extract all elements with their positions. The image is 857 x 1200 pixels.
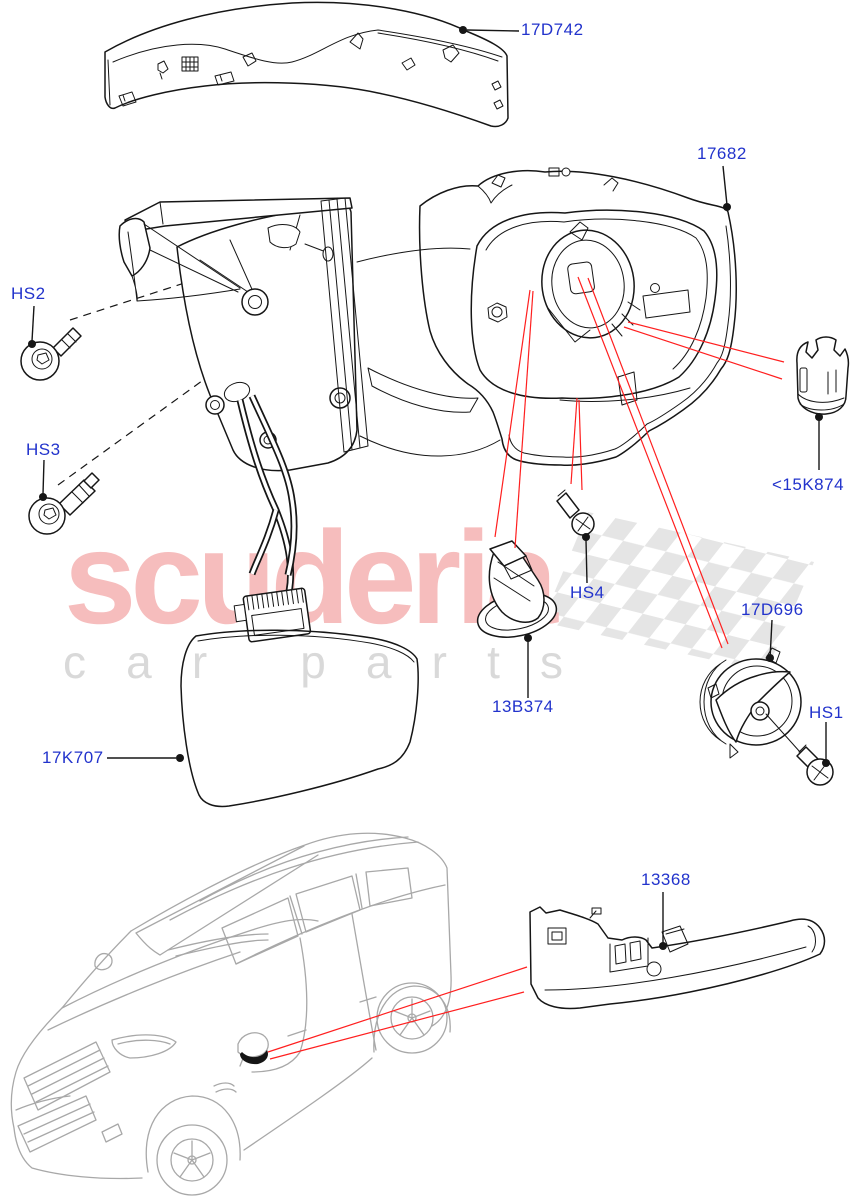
vehicle-drawing <box>10 832 452 1196</box>
label-grommet[interactable]: 13B374 <box>492 697 554 716</box>
harness-connector <box>233 587 312 643</box>
label-screw-hs4[interactable]: HS4 <box>570 583 605 602</box>
mirror-location-highlight <box>240 1050 268 1065</box>
wiring-harness <box>233 394 312 643</box>
label-screw-hs2[interactable]: HS2 <box>11 284 46 303</box>
label-cover[interactable]: 17D742 <box>521 20 584 39</box>
label-housing[interactable]: 17682 <box>697 144 747 163</box>
label-screw-hs3[interactable]: HS3 <box>26 440 61 459</box>
screw-hs2-drawing <box>20 327 82 381</box>
label-lamp[interactable]: 13368 <box>641 870 691 889</box>
mirror-assembly-drawing <box>118 167 737 643</box>
screw-hs4-drawing <box>556 489 595 536</box>
turn-lamp-13368-drawing <box>529 906 826 1010</box>
mirror-cover-drawing <box>104 1 509 128</box>
red-leader-lines <box>267 276 785 1060</box>
label-leader-lines <box>28 26 830 950</box>
checkered-flag <box>542 512 814 672</box>
label-screw-hs1[interactable]: HS1 <box>809 703 844 722</box>
clip-15k874-drawing <box>796 336 850 415</box>
motor-17d696-drawing <box>699 647 802 759</box>
grommet-13b374-drawing <box>476 540 558 638</box>
watermark-tagline: car parts <box>63 636 563 688</box>
mirror-glass-drawing <box>180 629 419 808</box>
label-clip[interactable]: <15K874 <box>772 475 845 494</box>
label-motor[interactable]: 17D696 <box>741 600 804 619</box>
dashed-centerlines <box>57 277 214 486</box>
label-glass[interactable]: 17K707 <box>42 748 104 767</box>
screw-hs3-drawing <box>28 472 100 535</box>
